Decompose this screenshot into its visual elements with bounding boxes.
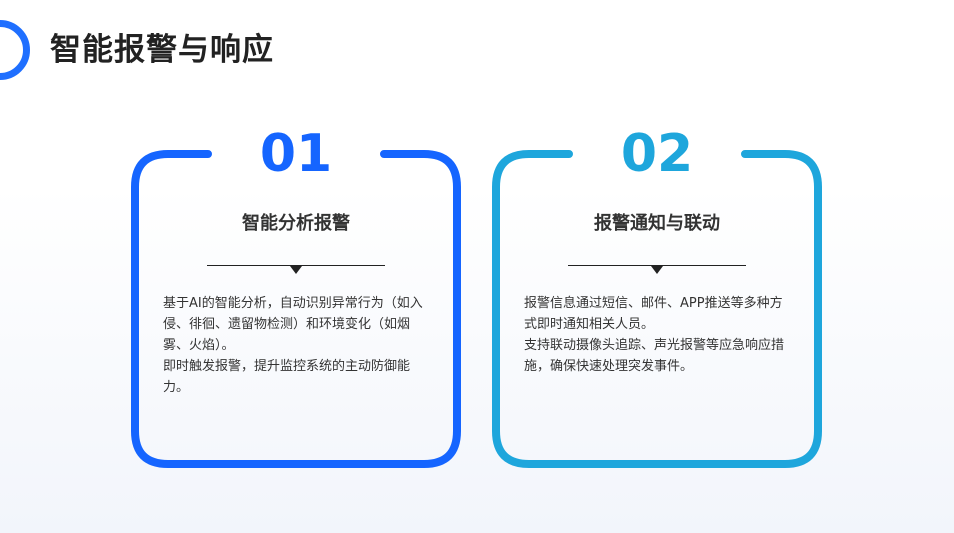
divider-line — [207, 265, 385, 266]
card-heading: 报警通知与联动 — [594, 213, 720, 234]
card-heading: 智能分析报警 — [242, 213, 350, 234]
feature-card-smart-analysis: 01 智能分析报警 基于AI的智能分析，自动识别异常行为（如入侵、徘徊、遗留物检… — [130, 126, 462, 470]
card-description: 基于AI的智能分析，自动识别异常行为（如入侵、徘徊、遗留物检测）和环境变化（如烟… — [163, 293, 433, 398]
decorative-ring-icon — [0, 20, 30, 80]
card-description: 报警信息通过短信、邮件、APP推送等多种方式即时通知相关人员。 支持联动摄像头追… — [524, 293, 794, 377]
page-title: 智能报警与响应 — [50, 32, 274, 68]
card-number: 01 — [259, 124, 333, 184]
card-frame — [131, 150, 461, 468]
description-paragraph: 支持联动摄像头追踪、声光报警等应急响应措施，确保快速处理突发事件。 — [524, 338, 785, 374]
caret-down-icon — [290, 266, 302, 274]
card-number: 02 — [620, 124, 694, 184]
description-paragraph: 即时触发报警，提升监控系统的主动防御能力。 — [163, 359, 411, 395]
card-frame — [492, 150, 822, 468]
caret-down-icon — [651, 266, 663, 274]
description-paragraph: 基于AI的智能分析，自动识别异常行为（如入侵、徘徊、遗留物检测）和环境变化（如烟… — [163, 296, 423, 353]
feature-card-alarm-notification: 02 报警通知与联动 报警信息通过短信、邮件、APP推送等多种方式即时通知相关人… — [491, 126, 823, 470]
description-paragraph: 报警信息通过短信、邮件、APP推送等多种方式即时通知相关人员。 — [524, 296, 783, 332]
divider-line — [568, 265, 746, 266]
